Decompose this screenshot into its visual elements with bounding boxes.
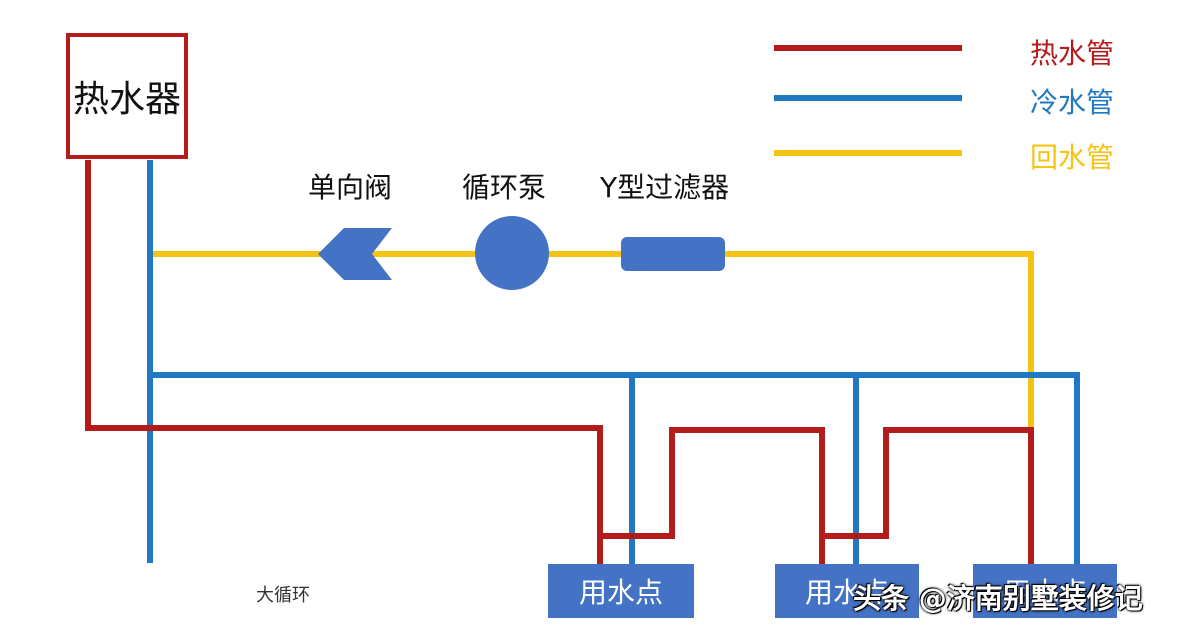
y-filter-label: Y型过滤器 <box>600 171 730 204</box>
legend-return-label: 回水管 <box>1030 141 1115 174</box>
legend-hot-label: 热水管 <box>1030 37 1115 70</box>
outlet-3: 用水点 <box>973 564 1117 618</box>
hot-pipe <box>85 160 1034 564</box>
outlet-1: 用水点 <box>548 564 694 618</box>
legend-cold-label: 冷水管 <box>1030 86 1115 119</box>
check-valve-shape <box>318 228 392 280</box>
y-filter-shape <box>621 237 725 271</box>
pump-shape <box>475 216 549 290</box>
watermark: 头条 @济南别墅装修记 <box>853 582 1143 615</box>
water-heater-box: 热水器 <box>66 33 188 159</box>
outlet-2: 用水点 <box>775 564 919 618</box>
return-pipe <box>150 251 1034 430</box>
check-valve-label: 单向阀 <box>308 171 393 204</box>
cold-main-horizontal <box>150 372 1080 564</box>
diagram-caption: 大循环 <box>256 585 310 606</box>
pump-label: 循环泵 <box>462 171 547 204</box>
